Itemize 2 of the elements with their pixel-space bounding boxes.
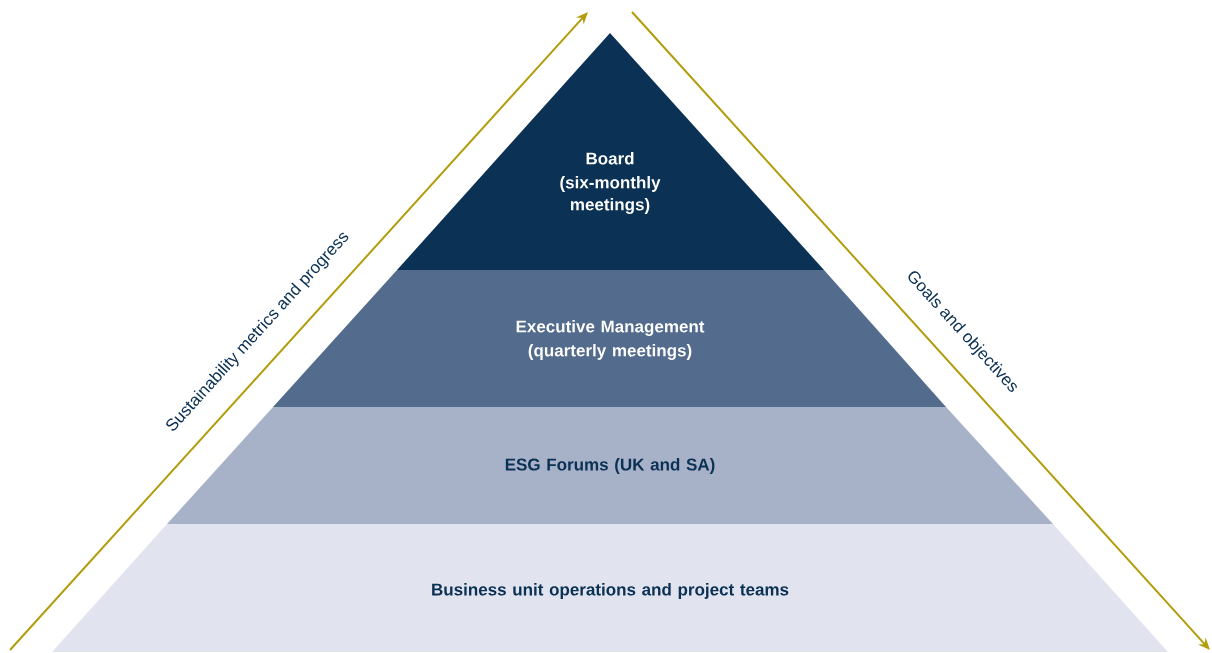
pyramid-layer: Business unit operations and project teams: [52, 524, 1168, 652]
pyramid-layer: Board (six-monthly meetings): [397, 33, 824, 270]
